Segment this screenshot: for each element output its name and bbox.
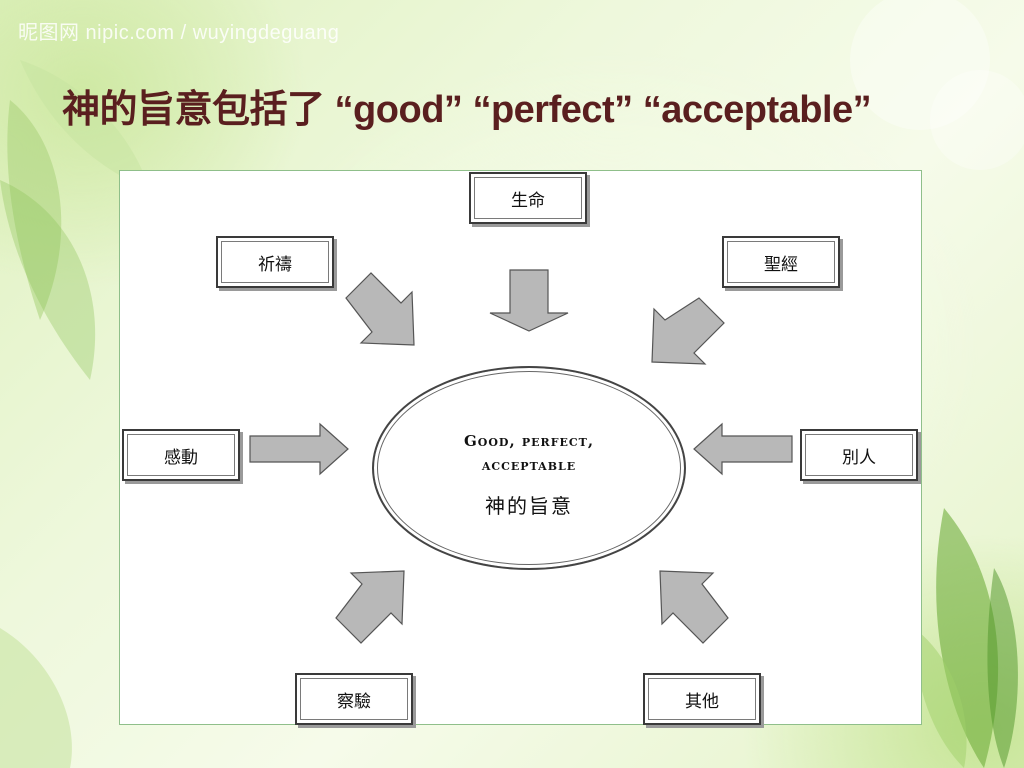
node-bottom-right: 其他 — [643, 673, 761, 725]
arrow-from-top-right — [651, 297, 725, 365]
leaf-decoration-bottom-left — [0, 628, 72, 768]
flower-decoration-top-right — [850, 0, 1024, 170]
arrow-from-bottom-right — [659, 570, 729, 644]
node-top-left: 祈禱 — [216, 236, 334, 288]
arrow-left-from-right — [693, 422, 793, 476]
arrow-from-top-left — [345, 272, 415, 346]
node-left: 感動 — [122, 429, 240, 481]
arrow-right-from-left — [249, 422, 349, 476]
watermark-text: 昵图网 nipic.com / wuyingdeguang — [18, 22, 340, 44]
arrow-from-bottom-left — [335, 570, 405, 644]
node-bottom-left: 察驗 — [295, 673, 413, 725]
slide-title: 神的旨意包括了 “good” “perfect” “acceptable” — [62, 89, 872, 131]
center-ellipse — [372, 366, 686, 570]
arrow-down-from-top — [489, 269, 569, 332]
center-label-chinese: 神的旨意 — [485, 494, 573, 518]
center-label-line2: acceptable — [481, 456, 577, 474]
node-right: 別人 — [800, 429, 918, 481]
center-label-line1: Good, perfect, — [463, 432, 595, 450]
leaf-decoration-bottom-right — [914, 508, 1018, 768]
node-top: 生命 — [469, 172, 587, 224]
leaf-decoration-top-left — [0, 60, 150, 380]
node-top-right: 聖經 — [722, 236, 840, 288]
